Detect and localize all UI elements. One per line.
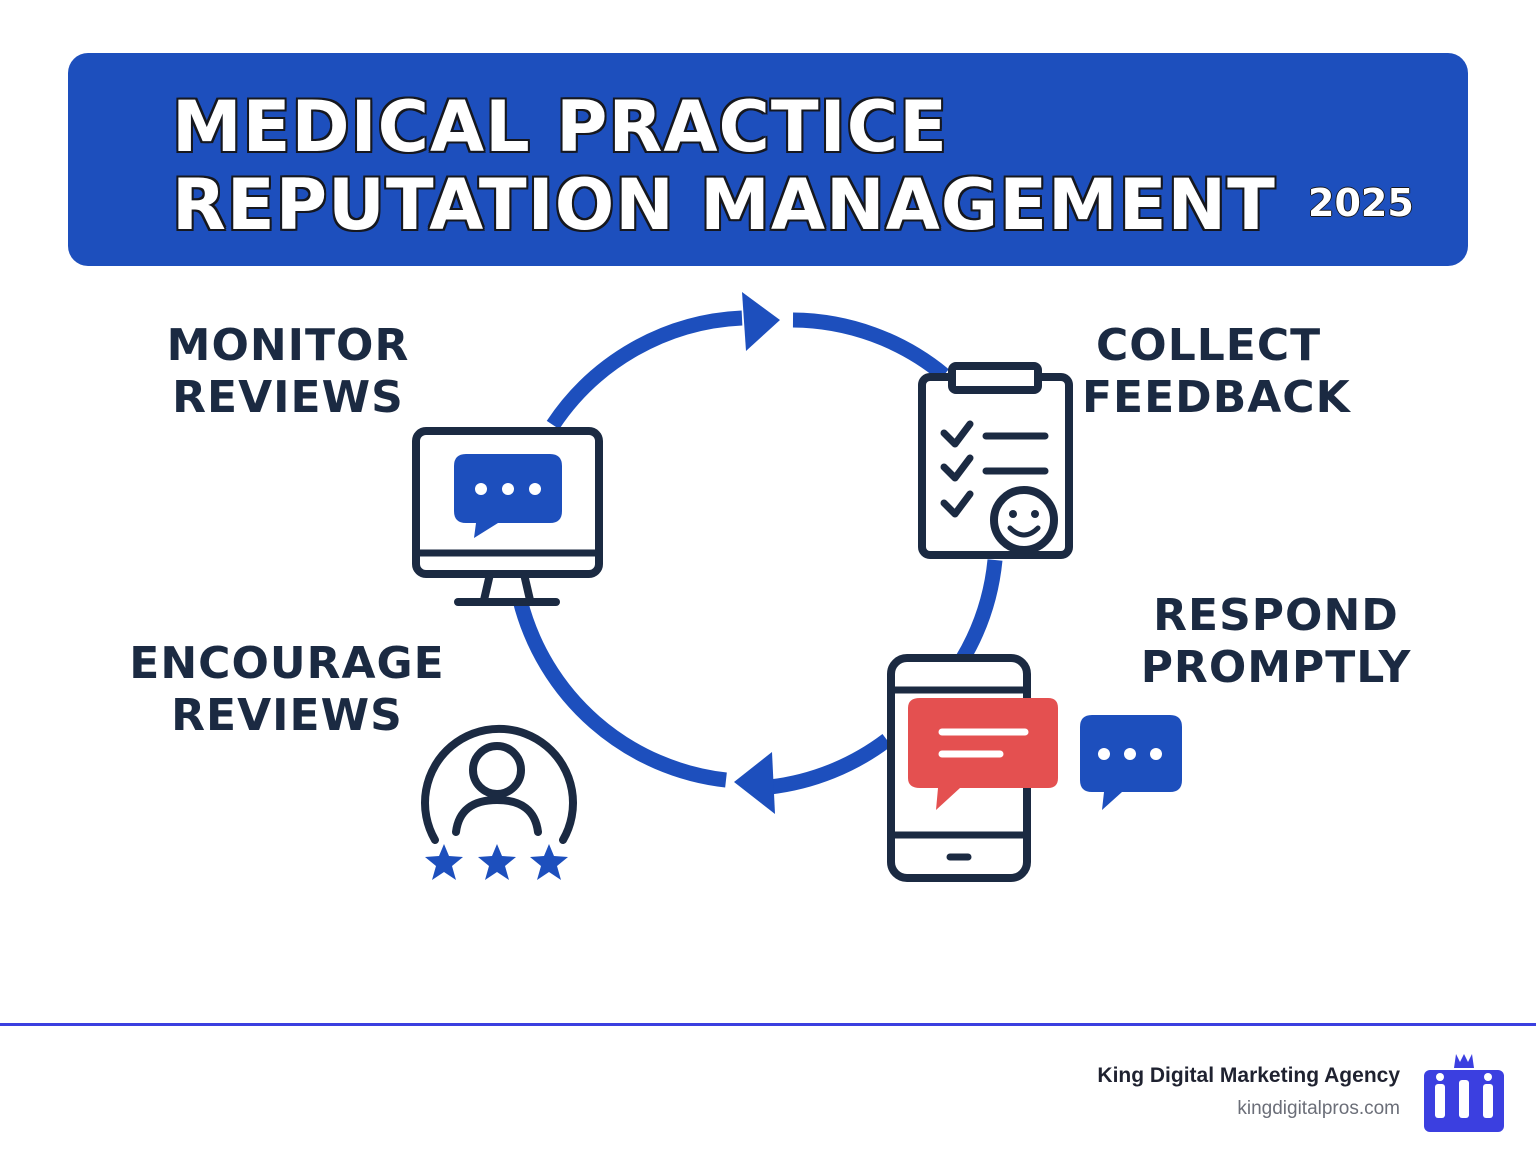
star-icon (530, 844, 568, 880)
clipboard-checklist-icon (918, 362, 1073, 559)
step-monitor-line1: MONITOR (166, 320, 410, 371)
phone-chat-icon (887, 654, 1182, 882)
cycle-arrows (512, 310, 1003, 795)
agency-url: kingdigitalpros.com (1237, 1098, 1400, 1119)
footer-divider (0, 1023, 1536, 1026)
step-encourage-line1: ENCOURAGE (129, 638, 445, 689)
arc-top-right (792, 312, 949, 381)
step-respond-line2: PROMPTLY (1140, 642, 1412, 693)
title-line-2: REPUTATION MANAGEMENT (172, 164, 1276, 246)
monitor-chat-icon (412, 427, 603, 606)
arc-bottom-right (769, 733, 892, 795)
arc-top-left (546, 310, 743, 430)
step-label-encourage: ENCOURAGE REVIEWS (122, 638, 452, 742)
arc-bottom-left (512, 598, 727, 788)
star-icon (425, 844, 463, 880)
year-label: 2025 (1308, 181, 1414, 225)
crown-logo-icon (1424, 1054, 1504, 1132)
arc-right (955, 559, 1003, 664)
arrowhead-bottom (734, 752, 775, 814)
user-stars-icon (421, 724, 577, 880)
step-collect-line2: FEEDBACK (1082, 372, 1351, 423)
star-icon (478, 844, 516, 880)
title-line-1: MEDICAL PRACTICE (172, 86, 948, 168)
step-respond-line1: RESPOND (1153, 590, 1399, 641)
step-label-respond: RESPOND PROMPTLY (1136, 590, 1416, 694)
agency-name: King Digital Marketing Agency (1097, 1064, 1400, 1087)
step-label-monitor: MONITOR REVIEWS (158, 320, 418, 424)
step-monitor-line2: REVIEWS (172, 372, 404, 423)
step-encourage-line2: REVIEWS (171, 690, 403, 741)
arrowhead-top (742, 292, 780, 351)
step-collect-line1: COLLECT (1096, 320, 1322, 371)
step-label-collect: COLLECT FEEDBACK (1082, 320, 1362, 424)
title-banner: MEDICAL PRACTICE REPUTATION MANAGEMENT 2… (68, 53, 1468, 266)
